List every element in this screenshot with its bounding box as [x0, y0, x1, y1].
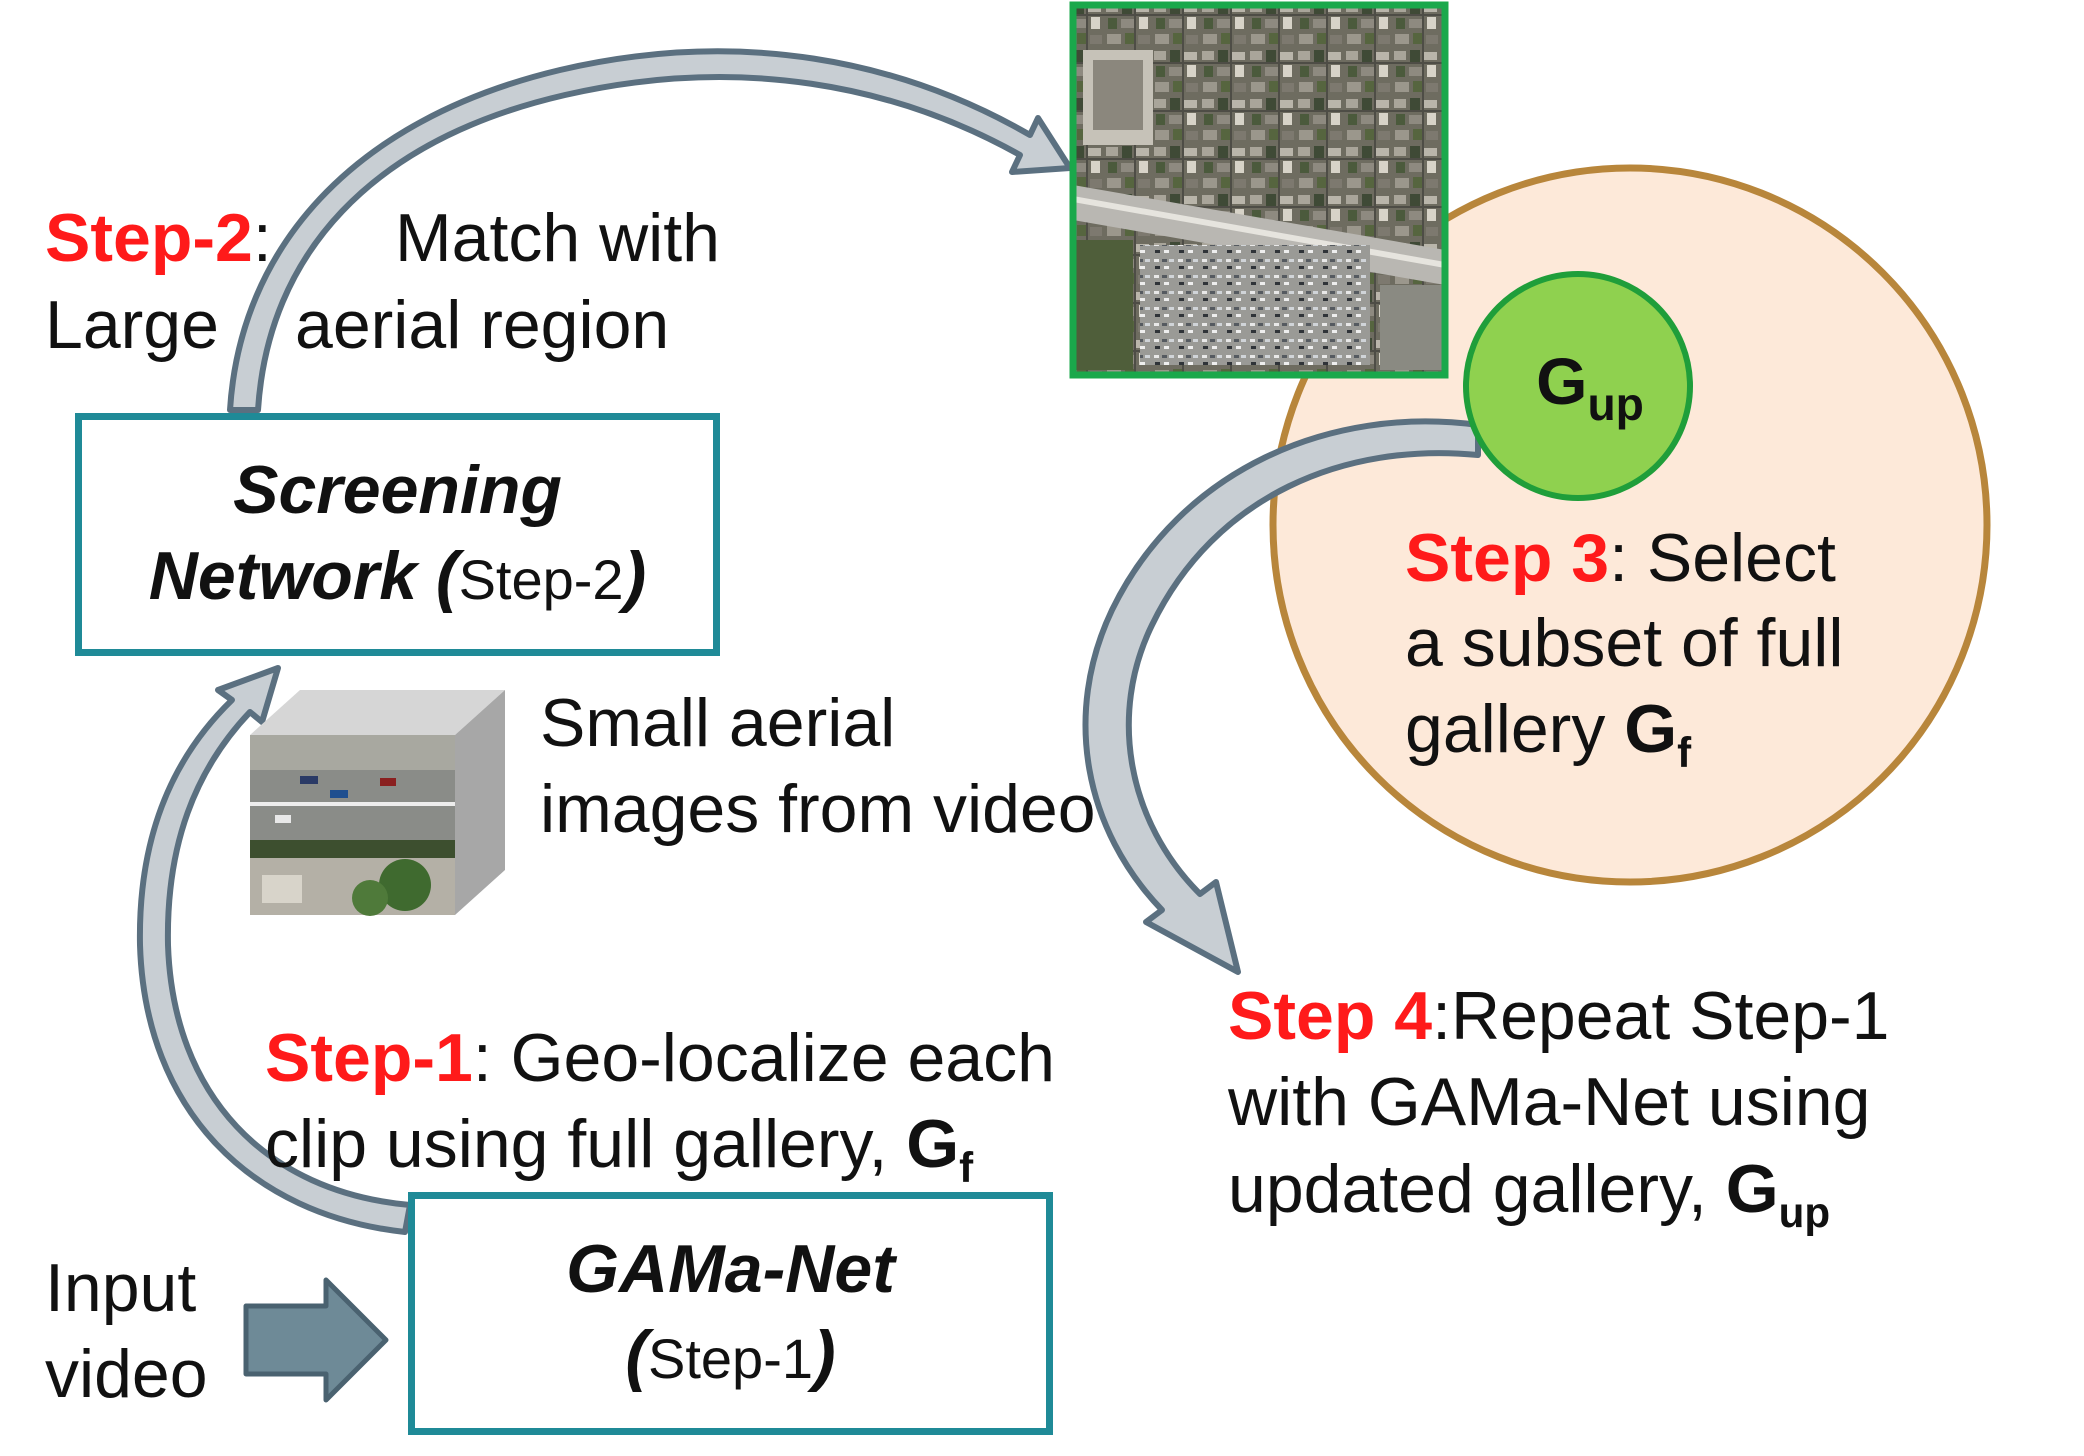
- step1-gallery-sub: f: [959, 1143, 974, 1191]
- step3-gallery-symbol: G: [1624, 691, 1678, 767]
- step2-line1-rest: Match with: [395, 200, 720, 276]
- input-video-line1: Input: [45, 1250, 197, 1326]
- arrow-gamanet-to-screening: [136, 665, 413, 1235]
- step2-line2-b: aerial region: [295, 287, 670, 363]
- step4-gallery-symbol: G: [1725, 1151, 1779, 1227]
- screening-title-line2-a: Network (: [148, 537, 459, 614]
- step3-line2: a subset of full: [1405, 605, 1844, 681]
- step4-line2: with GAMa-Net using: [1228, 1064, 1871, 1140]
- gamanet-sub-c: ): [813, 1316, 836, 1393]
- gup-label: Gup: [1480, 338, 1700, 447]
- large-aerial-image: [1069, 1, 1449, 379]
- full-gallery-circle: [1269, 164, 1991, 886]
- screening-network-box: Screening Network (Step-2): [75, 413, 720, 656]
- gup-sub: up: [1587, 378, 1644, 431]
- step1-line1-rest: : Geo-localize each: [472, 1020, 1055, 1096]
- step1-line1: Step-1: Geo-localize each: [265, 1015, 1055, 1101]
- small-aerial-line1: Small aerial: [540, 685, 896, 761]
- small-aerial-images-cube: [250, 690, 505, 916]
- step4-line3-text: updated gallery,: [1228, 1151, 1726, 1227]
- step2-tag: Step-2: [45, 200, 253, 276]
- step3-line1-rest: : Select: [1609, 520, 1836, 596]
- screening-title-line2: Network (Step-2): [149, 533, 646, 623]
- arrow-screening-to-aerial: [227, 48, 1073, 413]
- step2-line2: Large aerial region: [45, 282, 669, 368]
- step3-line3: gallery Gf: [1405, 686, 1691, 796]
- step3-tag: Step 3: [1405, 520, 1610, 596]
- step2-line1: Step-2: Match with: [45, 195, 720, 281]
- step1-line2-text: clip using full gallery,: [265, 1106, 907, 1182]
- step4-line1: Step 4:Repeat Step-1: [1228, 973, 1889, 1059]
- step3-gallery-sub: f: [1677, 728, 1692, 776]
- step4-line1-rest: :Repeat Step-1: [1432, 978, 1890, 1054]
- step4-line3: updated gallery, Gup: [1228, 1146, 1830, 1256]
- gamanet-sub-a: (: [625, 1316, 648, 1393]
- gup-symbol: G: [1536, 344, 1588, 418]
- step3-line1: Step 3: Select: [1405, 515, 1836, 601]
- step2-line2-a: Large: [45, 287, 219, 363]
- step1-gallery-symbol: G: [906, 1106, 960, 1182]
- gamanet-title: GAMa-Net: [566, 1230, 895, 1307]
- gamanet-subtitle: (Step-1): [625, 1312, 835, 1402]
- screening-title-line2-c: ): [623, 537, 647, 614]
- gamanet-box: GAMa-Net (Step-1): [408, 1192, 1053, 1435]
- step1-line2: clip using full gallery, Gf: [265, 1101, 973, 1211]
- input-video-line2: video: [45, 1336, 208, 1412]
- screening-title-line1: Screening: [233, 451, 562, 528]
- gup-node: [1463, 271, 1693, 501]
- step4-tag: Step 4: [1228, 978, 1433, 1054]
- step4-gallery-sub: up: [1778, 1188, 1831, 1236]
- gamanet-sub-b: Step-1: [648, 1326, 813, 1390]
- screening-title-line2-b: Step-2: [458, 547, 624, 611]
- step3-line3-text: gallery: [1405, 691, 1625, 767]
- step1-tag: Step-1: [265, 1020, 473, 1096]
- arrow-gup-to-step4: [1082, 418, 1481, 975]
- input-video-arrow: [243, 1277, 389, 1403]
- step2-colon: :: [252, 200, 272, 276]
- small-aerial-line2: images from video: [540, 771, 1096, 847]
